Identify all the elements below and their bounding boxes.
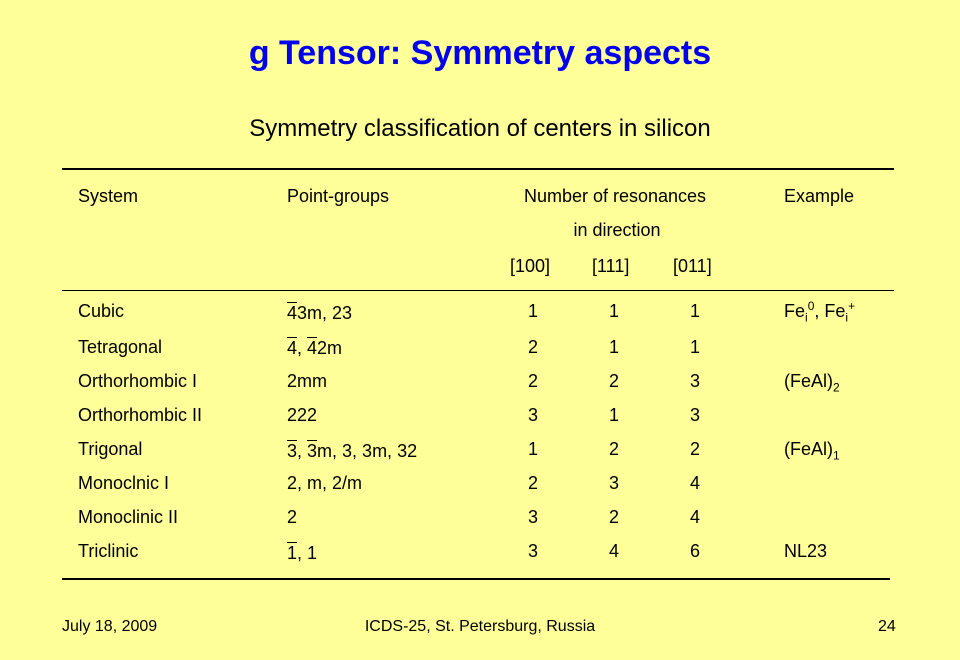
row-r111: 1 <box>608 301 619 321</box>
page-number: 24 <box>878 618 896 635</box>
row-r100: 2 <box>527 473 538 493</box>
header-resonances: Number of resonances <box>523 186 707 206</box>
row-system: Cubic <box>78 301 125 321</box>
row-example: NL23 <box>784 541 828 561</box>
footer-date: July 18, 2009 <box>62 618 158 635</box>
row-example: (FeAl)2 <box>784 371 840 395</box>
header-system: System <box>78 186 139 206</box>
row-r011: 4 <box>689 507 700 527</box>
row-system: Tetragonal <box>78 337 163 357</box>
row-system: Triclinic <box>78 541 139 561</box>
row-example: (FeAl)1 <box>784 439 840 463</box>
row-point-groups: 4, 42m <box>287 338 343 358</box>
row-system: Monoclnic I <box>78 473 170 493</box>
row-point-groups: 3, 3m, 3, 3m, 32 <box>287 441 418 461</box>
row-r100: 3 <box>527 405 538 425</box>
row-r011: 3 <box>689 371 700 391</box>
row-system: Trigonal <box>78 439 143 459</box>
header-example: Example <box>784 186 855 206</box>
header-dir-011: [011] <box>673 256 712 276</box>
table-header-rule <box>62 290 894 291</box>
row-r011: 2 <box>689 439 700 459</box>
row-r100: 3 <box>527 541 538 561</box>
row-example: Fei0, Fei+ <box>784 299 856 325</box>
row-point-groups: 2mm <box>287 371 327 391</box>
row-r011: 3 <box>689 405 700 425</box>
row-point-groups: 2, m, 2/m <box>287 473 363 493</box>
header-dir-111: [111] <box>592 256 630 276</box>
row-r100: 1 <box>527 301 538 321</box>
row-r011: 6 <box>689 541 700 561</box>
row-r011: 4 <box>689 473 700 493</box>
row-r111: 2 <box>608 371 619 391</box>
row-system: Orthorhombic I <box>78 371 198 391</box>
row-r111: 2 <box>608 507 619 527</box>
slide-subtitle: Symmetry classification of centers in si… <box>249 115 711 142</box>
row-r111: 3 <box>608 473 619 493</box>
row-system: Orthorhombic II <box>78 405 203 425</box>
header-point-groups: Point-groups <box>287 186 390 206</box>
row-point-groups: 43m, 23 <box>287 303 353 323</box>
row-point-groups: 222 <box>287 405 318 425</box>
row-r111: 2 <box>608 439 619 459</box>
header-in-direction: in direction <box>573 220 661 240</box>
slide-title: g Tensor: Symmetry aspects <box>248 34 712 72</box>
row-point-groups: 1, 1 <box>287 543 318 563</box>
row-point-groups: 2 <box>287 507 298 527</box>
row-r011: 1 <box>689 301 700 321</box>
header-dir-100: [100] <box>510 256 551 276</box>
table-bottom-rule <box>62 578 890 580</box>
row-r111: 1 <box>608 337 619 357</box>
row-system: Monoclinic II <box>78 507 179 527</box>
footer-conference: ICDS-25, St. Petersburg, Russia <box>364 618 596 635</box>
row-r111: 4 <box>608 541 619 561</box>
row-r100: 3 <box>527 507 538 527</box>
row-r100: 2 <box>527 371 538 391</box>
row-r011: 1 <box>689 337 700 357</box>
table-top-rule <box>62 168 894 170</box>
row-r111: 1 <box>608 405 619 425</box>
row-r100: 1 <box>527 439 538 459</box>
row-r100: 2 <box>527 337 538 357</box>
